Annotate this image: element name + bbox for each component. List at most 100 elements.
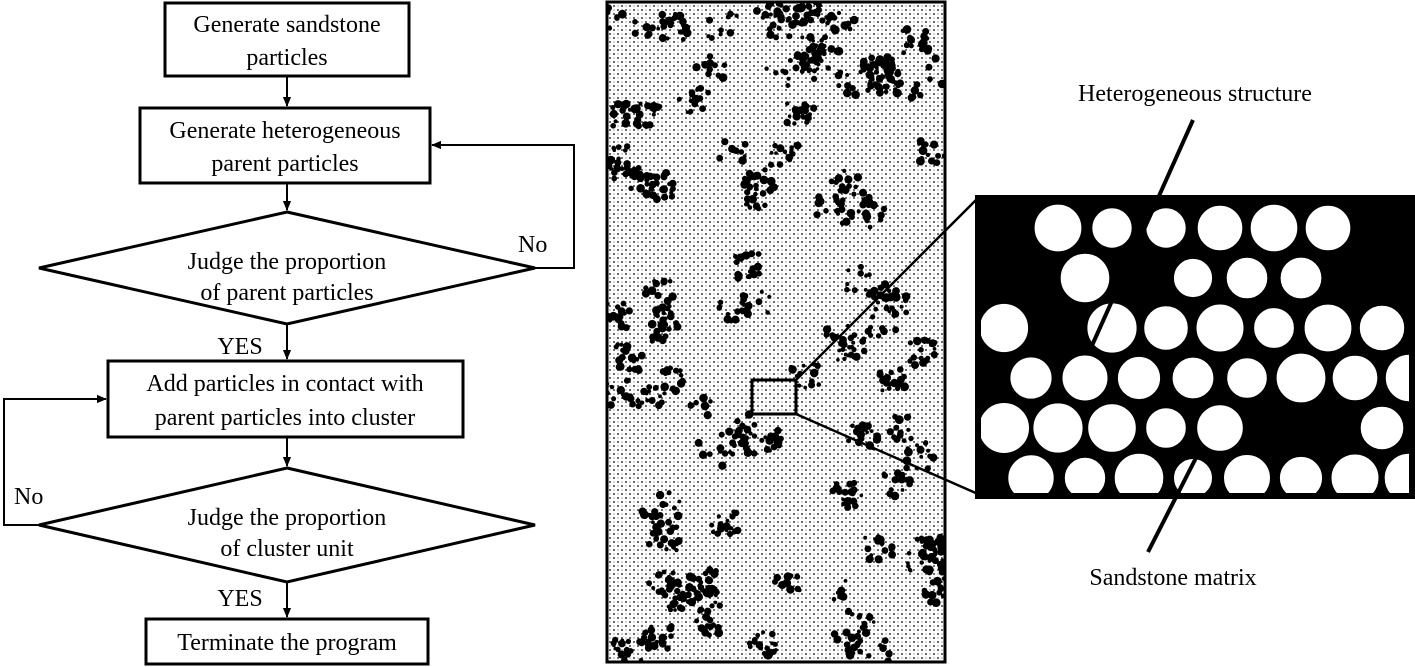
matrix-particle xyxy=(1168,353,1218,403)
cluster-particle xyxy=(661,569,667,575)
cluster-particle xyxy=(857,638,864,644)
cluster-particle xyxy=(940,593,944,599)
cluster-particle xyxy=(937,561,944,568)
cluster-particle xyxy=(909,93,917,101)
cluster-particle xyxy=(706,53,714,60)
cluster-particle xyxy=(689,91,695,98)
cluster-particle xyxy=(752,202,761,210)
cluster-particle xyxy=(766,30,775,39)
cluster-particle xyxy=(656,541,664,549)
cluster-particle xyxy=(637,351,646,360)
cluster-particle xyxy=(705,89,711,96)
cluster-particle xyxy=(730,451,736,457)
matrix-particle xyxy=(1006,353,1056,403)
cluster-particle xyxy=(667,304,672,309)
cluster-particle xyxy=(697,84,705,92)
cluster-particle xyxy=(901,292,911,301)
cluster-particle xyxy=(799,17,809,27)
cluster-particle xyxy=(652,523,661,532)
cluster-particle xyxy=(668,623,675,630)
cluster-particle xyxy=(654,535,659,540)
cluster-particle xyxy=(707,623,714,631)
cluster-particle xyxy=(868,332,874,338)
cluster-particle xyxy=(739,300,745,306)
cluster-particle xyxy=(946,580,954,588)
cluster-particle xyxy=(768,12,773,17)
cluster-particle xyxy=(814,199,823,208)
cluster-particle xyxy=(774,426,782,435)
cluster-particle xyxy=(880,388,885,393)
cluster-particle xyxy=(687,402,695,409)
matrix-particle xyxy=(1300,300,1356,356)
cluster-particle xyxy=(759,437,765,443)
cluster-particle xyxy=(833,47,842,56)
cluster-particle xyxy=(813,59,820,66)
cluster-particle xyxy=(835,207,840,212)
cluster-particle xyxy=(839,592,848,601)
cluster-particle xyxy=(766,186,775,195)
cluster-particle xyxy=(635,368,640,373)
cluster-particle xyxy=(658,399,665,406)
cluster-particle xyxy=(675,11,685,21)
cluster-particle xyxy=(827,11,836,21)
cluster-particle xyxy=(888,369,894,376)
step-add-particles-line-1: Add particles in contact with xyxy=(146,371,423,397)
cluster-particle xyxy=(629,400,636,408)
cluster-particle xyxy=(857,612,863,619)
cluster-particle xyxy=(631,29,639,37)
cluster-particle xyxy=(676,96,682,102)
cluster-particle xyxy=(708,35,715,41)
cluster-particle xyxy=(882,293,891,303)
cluster-particle xyxy=(886,381,893,387)
cluster-particle xyxy=(680,37,686,42)
cluster-particle xyxy=(865,63,874,72)
cluster-particle xyxy=(806,2,811,7)
cluster-particle xyxy=(787,58,793,63)
cluster-particle xyxy=(614,159,622,167)
cluster-particle xyxy=(773,34,780,41)
cluster-particle xyxy=(913,81,921,88)
matrix-particle xyxy=(1004,451,1058,494)
decision-parent-line-1: Judge the proportion xyxy=(188,249,387,275)
cluster-particle xyxy=(668,193,676,200)
cluster-particle xyxy=(776,25,782,31)
cluster-particle xyxy=(642,629,649,636)
cluster-particle xyxy=(851,191,857,197)
matrix-particle xyxy=(1030,200,1086,256)
cluster-particle xyxy=(649,333,657,342)
cluster-particle xyxy=(849,497,858,505)
cluster-particle xyxy=(856,209,861,214)
zoom-region-box xyxy=(750,378,798,416)
cluster-particle xyxy=(851,340,856,345)
cluster-particle xyxy=(797,383,802,388)
cluster-particle xyxy=(835,211,841,216)
cluster-particle xyxy=(876,369,884,376)
cluster-particle xyxy=(671,386,680,396)
cluster-particle xyxy=(627,648,634,654)
cluster-particle xyxy=(876,75,884,83)
cluster-particle xyxy=(655,490,665,500)
cluster-particle xyxy=(692,63,701,72)
cluster-particle xyxy=(611,396,617,402)
cluster-particle xyxy=(886,428,894,436)
cluster-particle xyxy=(764,651,773,660)
cluster-particle xyxy=(614,315,623,324)
cluster-particle xyxy=(656,530,661,535)
cluster-particle xyxy=(908,435,914,442)
cluster-particle xyxy=(665,518,672,526)
cluster-particle xyxy=(639,185,645,190)
cluster-particle xyxy=(874,58,883,67)
cluster-particle xyxy=(610,640,617,647)
cluster-particle xyxy=(931,54,940,63)
cluster-particle xyxy=(867,83,874,90)
cluster-particle xyxy=(667,310,674,316)
cluster-particle xyxy=(833,196,840,203)
cluster-particle xyxy=(796,106,805,114)
cluster-particle xyxy=(915,443,920,448)
cluster-particle xyxy=(737,439,747,448)
cluster-particle xyxy=(608,317,613,323)
matrix-particle xyxy=(1056,249,1114,307)
cluster-particle xyxy=(843,352,848,357)
cluster-particle xyxy=(652,384,659,391)
cluster-particle xyxy=(699,607,705,613)
